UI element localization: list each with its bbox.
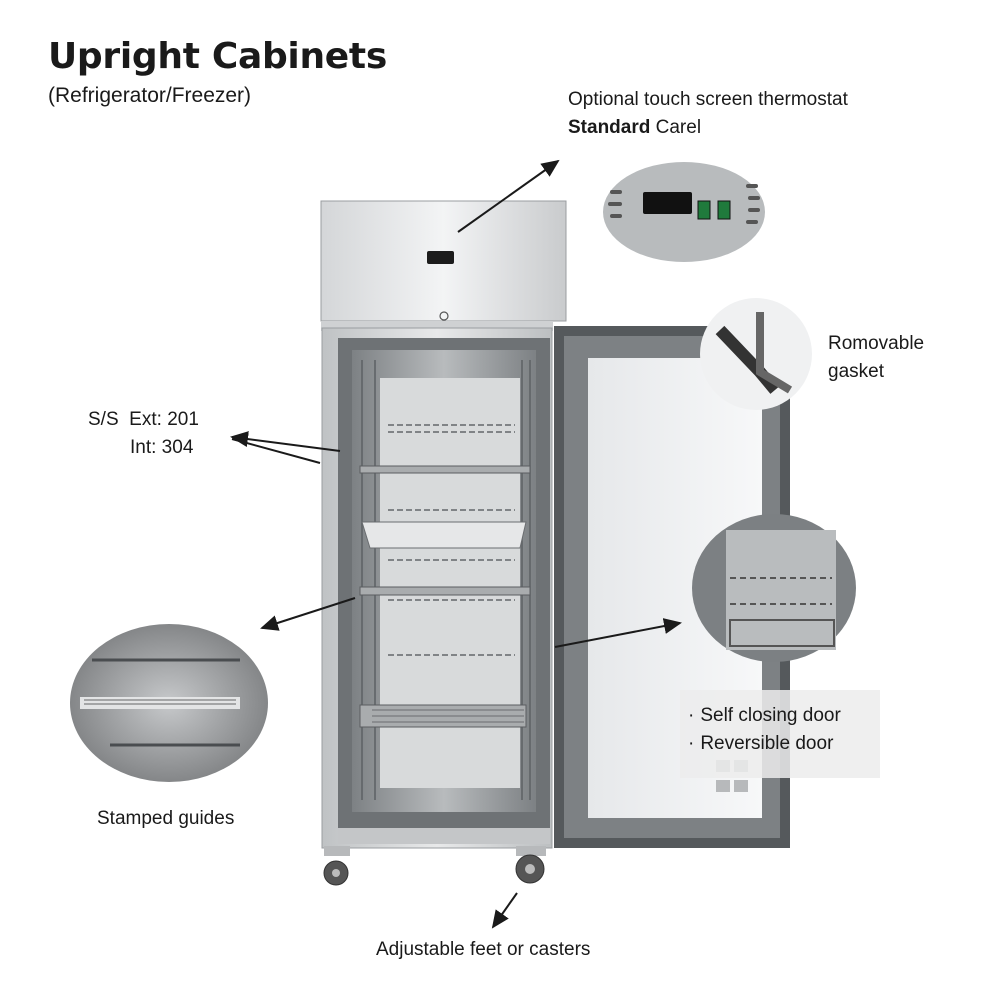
steel-arrow-upper bbox=[230, 431, 341, 452]
page-title: Upright Cabinets bbox=[48, 36, 387, 77]
cabinet-body bbox=[321, 327, 553, 849]
bullet-mark: · bbox=[688, 733, 695, 754]
door-feature-item: ·Reversible door bbox=[688, 730, 841, 758]
door-feature-item: ·Self closing door bbox=[688, 702, 841, 730]
feet-arrow bbox=[491, 892, 518, 929]
steel-callout: S/S Ext: 201 Int: 304 bbox=[88, 406, 199, 462]
thermostat-arrow bbox=[457, 159, 560, 233]
steel-int-line: Int: 304 bbox=[130, 437, 194, 458]
feet-callout: Adjustable feet or casters bbox=[376, 939, 591, 960]
stamped-guides-inset bbox=[70, 624, 268, 782]
door-feature-text: Reversible door bbox=[700, 733, 834, 754]
caster-wheels bbox=[323, 846, 546, 886]
gasket-line-1: Romovable bbox=[828, 333, 925, 354]
thermostat-standard-line: Standard Carel bbox=[568, 114, 848, 142]
gasket-inset bbox=[700, 298, 812, 410]
guides-callout: Stamped guides bbox=[97, 808, 235, 829]
thermostat-brand: Carel bbox=[655, 117, 702, 138]
callout-arrows bbox=[230, 159, 682, 929]
thermostat-inset bbox=[603, 162, 765, 262]
gasket-line-2: gasket bbox=[828, 361, 884, 382]
guides-arrow bbox=[260, 597, 356, 631]
steel-ext-line: S/S Ext: 201 bbox=[88, 409, 199, 430]
door-arrow bbox=[554, 618, 682, 648]
thermostat-option-text: Optional touch screen thermostat bbox=[568, 89, 848, 110]
door-interior-inset bbox=[692, 514, 856, 662]
gasket-callout: Romovable gasket bbox=[828, 330, 924, 386]
steel-arrow-lower bbox=[231, 438, 321, 464]
door-features-panel bbox=[680, 690, 880, 778]
door-features-list: ·Self closing door ·Reversible door bbox=[688, 702, 841, 758]
thermostat-callout: Optional touch screen thermostat Standar… bbox=[568, 86, 848, 142]
cabinet-top bbox=[320, 200, 567, 331]
door-feature-text: Self closing door bbox=[700, 705, 841, 726]
standard-label: Standard bbox=[568, 117, 651, 138]
page-subtitle: (Refrigerator/Freezer) bbox=[48, 84, 252, 107]
bullet-mark: · bbox=[688, 705, 695, 726]
